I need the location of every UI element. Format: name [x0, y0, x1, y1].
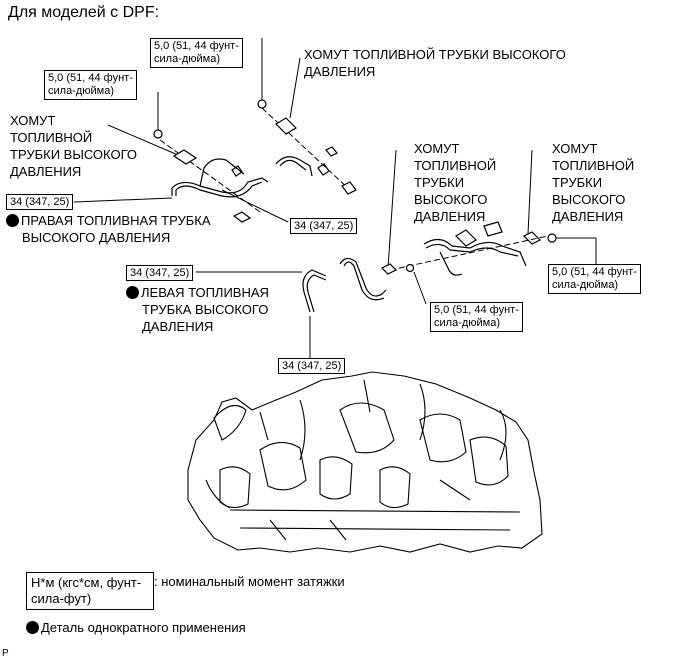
clamp-label-line: ХОМУТ — [552, 141, 598, 156]
clamp-label-line: ДАВЛЕНИЯ — [304, 64, 376, 79]
left-fuel-pipe — [302, 257, 387, 313]
clamp-label-line: ТОПЛИВНОЙ — [552, 158, 635, 173]
left-pipe-label-line: ТРУБКА ВЫСОКОГО — [142, 302, 269, 317]
right-fuel-pipe — [171, 156, 330, 198]
legend-unit-box: Н*м (кгс*см, фунт- сила-фут) — [26, 572, 154, 610]
torque-box-top-bolt: 5,0 (51, 44 фунт- сила-дюйма) — [150, 38, 243, 68]
bolts-and-clamps — [153, 99, 415, 275]
torque-box-center-bolt: 5,0 (51, 44 фунт- сила-дюйма) — [430, 302, 523, 332]
left-pipe-label-line: ЛЕВАЯ ТОПЛИВНАЯ — [141, 285, 269, 300]
torque-unit-line: сила-дюйма) — [552, 279, 618, 291]
right-pipe-label-line: ВЫСОКОГО ДАВЛЕНИЯ — [22, 230, 171, 245]
clamp-label-left: ХОМУТ ТОПЛИВНОЙ ТРУБКИ ВЫСОКОГО ДАВЛЕНИЯ — [10, 112, 137, 180]
legend-unit-line: Н*м (кгс*см, фунт- — [31, 575, 142, 590]
clamp-label-line: ТРУБКИ — [414, 175, 465, 190]
right-side-pipes — [423, 221, 557, 276]
clamp-label-line: ТОПЛИВНОЙ — [414, 158, 497, 173]
page-title: Для моделей с DPF: — [8, 4, 160, 21]
right-pipe-label: ПРАВАЯ ТОПЛИВНАЯ ТРУБКА ВЫСОКОГО ДАВЛЕНИ… — [6, 212, 211, 246]
left-pipe-label: ЛЕВАЯ ТОПЛИВНАЯ ТРУБКА ВЫСОКОГО ДАВЛЕНИЯ — [126, 284, 269, 335]
legend-single-use: Деталь однократного применения — [26, 620, 246, 635]
clamp-label-center: ХОМУТ ТОПЛИВНОЙ ТРУБКИ ВЫСОКОГО ДАВЛЕНИЯ — [414, 140, 496, 225]
clamp-label-line: ТРУБКИ ВЫСОКОГО — [10, 147, 137, 162]
clamp-label-line: ХОМУТ — [10, 113, 56, 128]
clamp-label-line: ВЫСОКОГО — [414, 192, 488, 207]
clamp-label-line: ТРУБКИ — [552, 175, 603, 190]
torque-box-left-pipe-b: 34 (347, 25) — [278, 358, 346, 374]
clamp-label-line: ДАВЛЕНИЯ — [414, 209, 486, 224]
torque-box-right-pipe-b: 34 (347, 25) — [290, 218, 358, 234]
clamp-label-line: ДАВЛЕНИЯ — [552, 209, 624, 224]
legend-unit-line: сила-фут) — [31, 591, 92, 606]
left-pipe-label-line: ДАВЛЕНИЯ — [142, 319, 214, 334]
single-use-dot-icon — [6, 214, 19, 227]
corner-mark: P — [2, 648, 9, 659]
torque-value-line: 5,0 (51, 44 фунт- — [154, 40, 239, 52]
legend-single-use-text: Деталь однократного применения — [41, 620, 246, 635]
clamp-label-right: ХОМУТ ТОПЛИВНОЙ ТРУБКИ ВЫСОКОГО ДАВЛЕНИЯ — [552, 140, 634, 225]
clamp-label-line: ТОПЛИВНОЙ — [10, 130, 93, 145]
torque-value-line: 5,0 (51, 44 фунт- — [48, 72, 133, 84]
torque-box-right-bolt: 5,0 (51, 44 фунт- сила-дюйма) — [548, 264, 641, 294]
clamp-label-line: ХОМУТ ТОПЛИВНОЙ ТРУБКИ ВЫСОКОГО — [304, 47, 566, 62]
torque-value-line: 5,0 (51, 44 фунт- — [434, 304, 519, 316]
single-use-dot-icon — [26, 621, 39, 634]
single-use-dot-icon — [126, 286, 139, 299]
right-pipe-label-line: ПРАВАЯ ТОПЛИВНАЯ ТРУБКА — [21, 213, 211, 228]
clamp-label-line: ДАВЛЕНИЯ — [10, 164, 82, 179]
legend-unit-description: : номинальный момент затяжки — [154, 574, 345, 589]
torque-box-left-bolt: 5,0 (51, 44 фунт- сила-дюйма) — [44, 70, 137, 100]
torque-box-left-pipe-a: 34 (347, 25) — [126, 265, 194, 281]
engine-illustration — [187, 371, 543, 553]
torque-unit-line: сила-дюйма) — [434, 317, 500, 329]
clamp-label-top: ХОМУТ ТОПЛИВНОЙ ТРУБКИ ВЫСОКОГО ДАВЛЕНИЯ — [304, 46, 566, 80]
torque-value-line: 5,0 (51, 44 фунт- — [552, 266, 637, 278]
torque-unit-line: сила-дюйма) — [48, 85, 114, 97]
torque-box-right-pipe-a: 34 (347, 25) — [6, 194, 74, 210]
clamp-label-line: ВЫСОКОГО — [552, 192, 626, 207]
clamp-label-line: ХОМУТ — [414, 141, 460, 156]
torque-unit-line: сила-дюйма) — [154, 53, 220, 65]
